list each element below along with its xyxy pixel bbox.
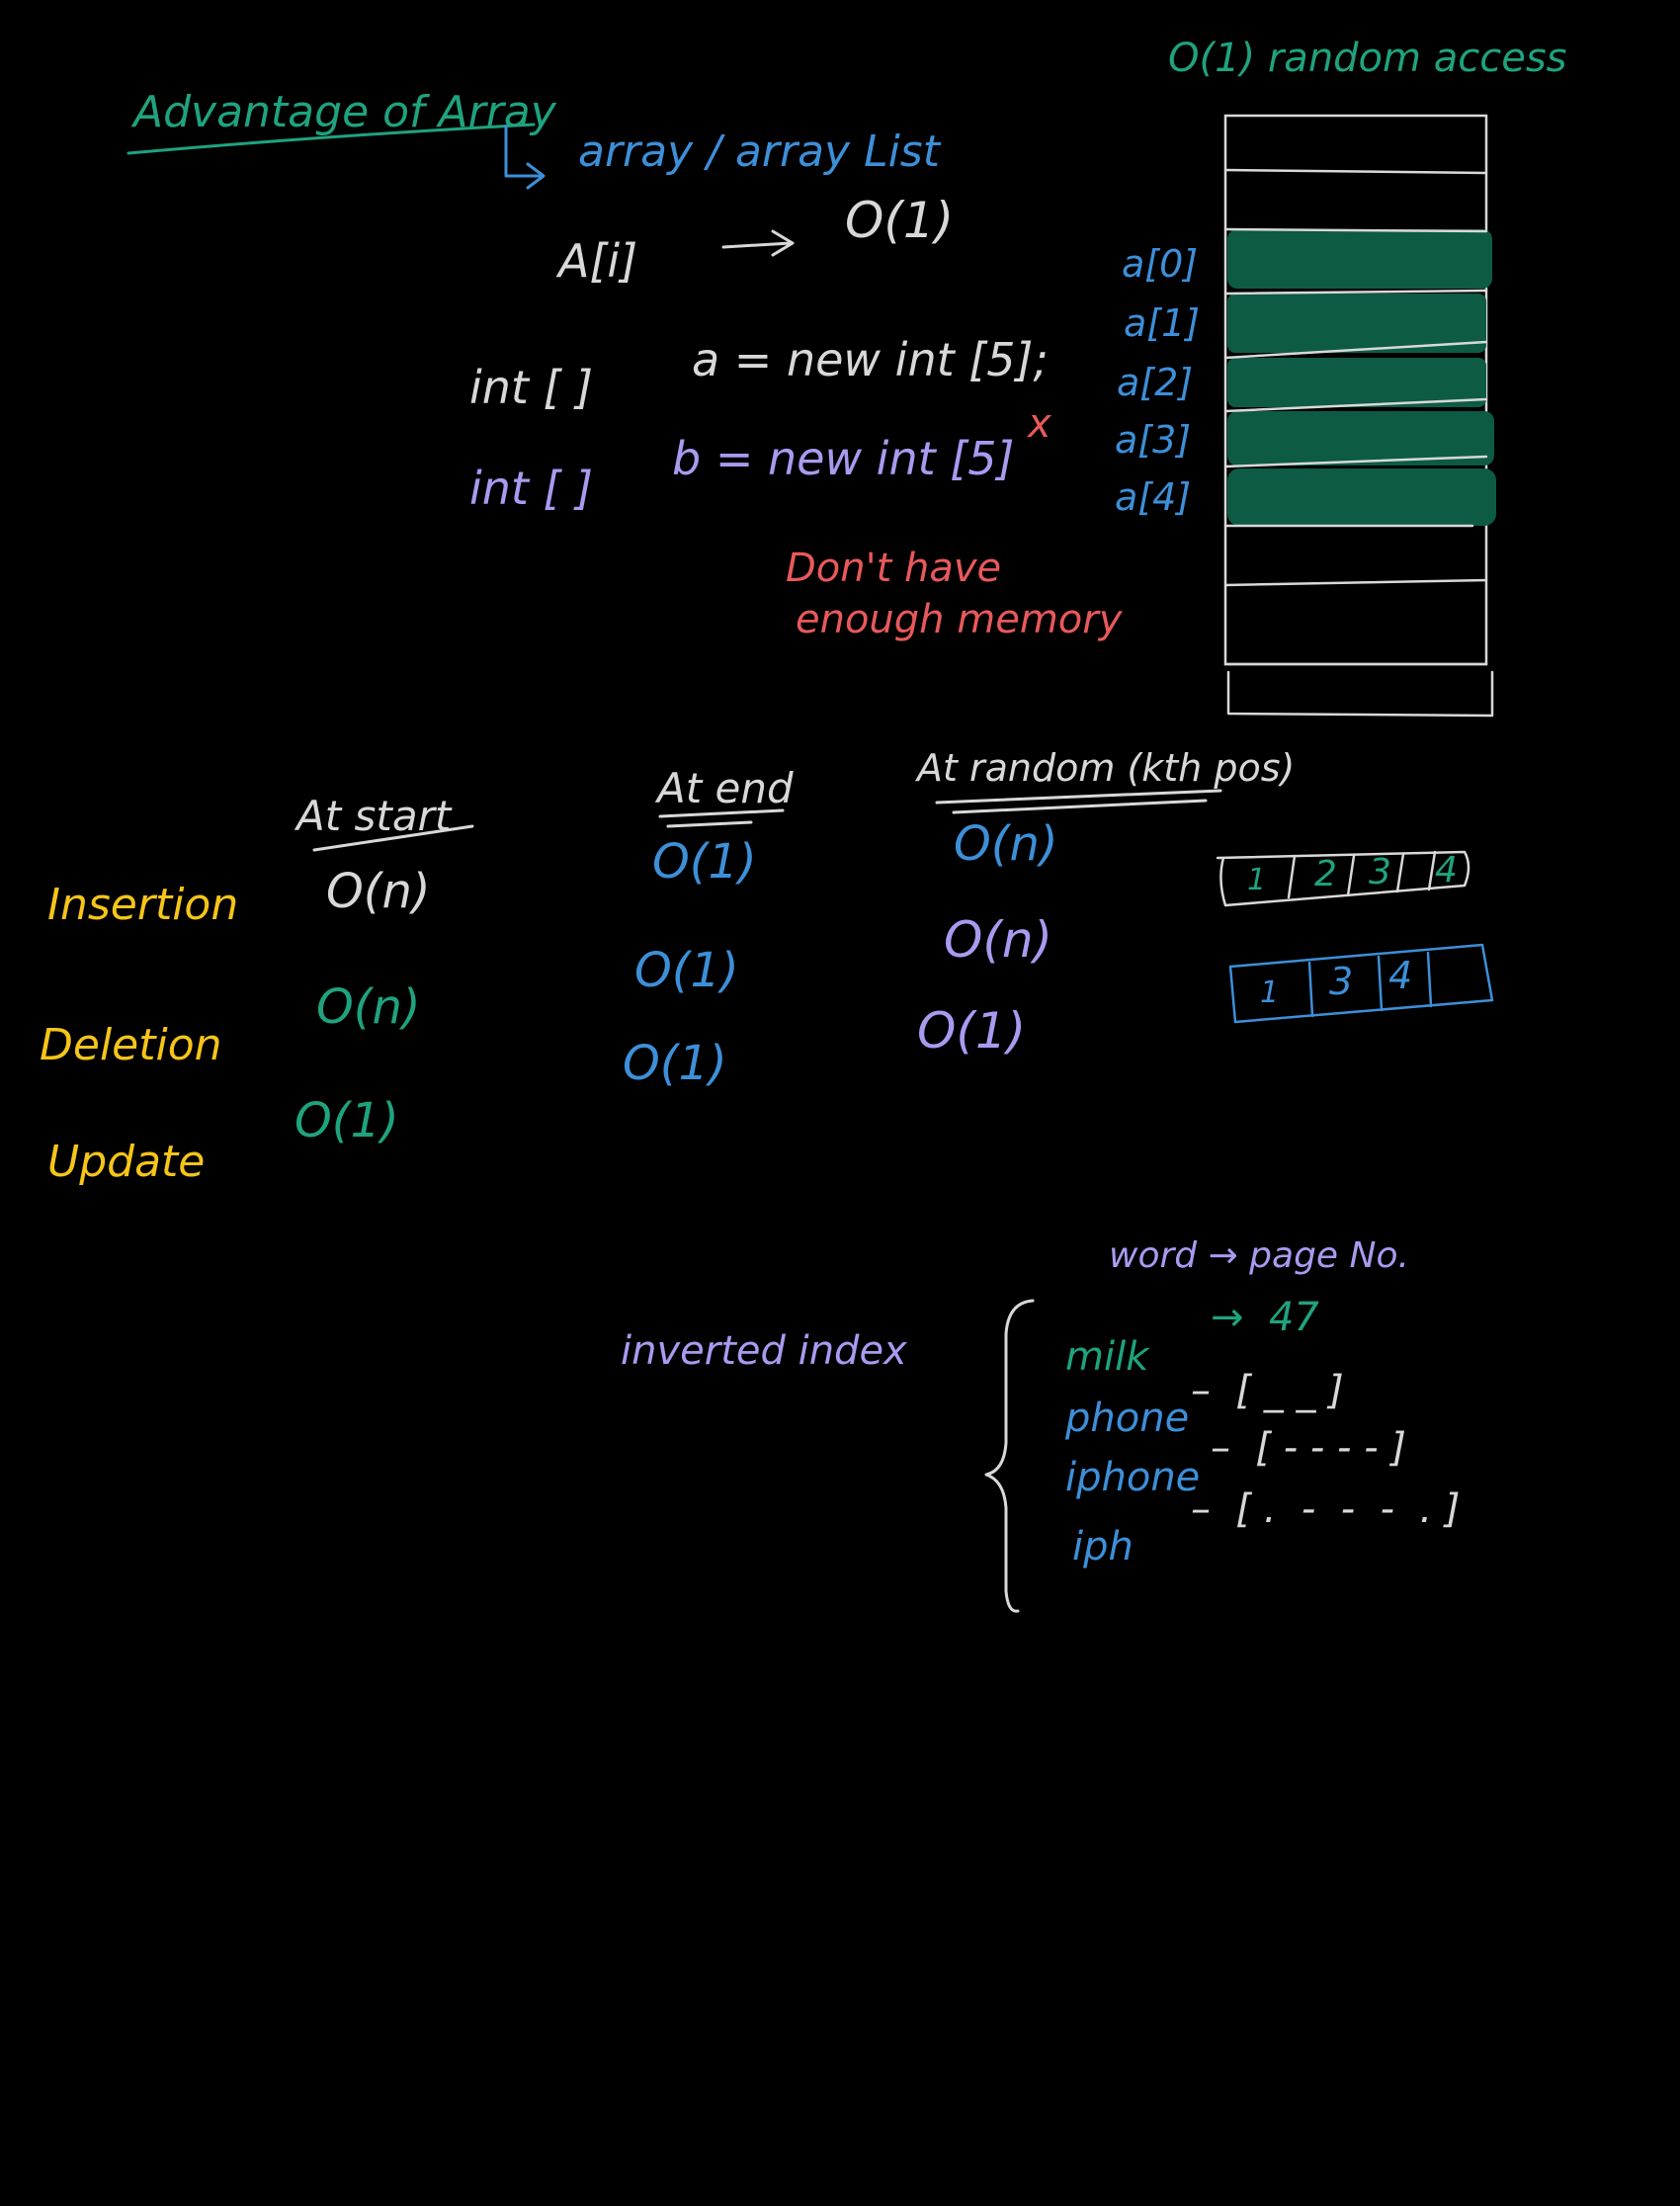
index-value-iphone: – [ - - - - ] [1211,1425,1406,1471]
code-line2-decl: int [ ] [469,462,593,515]
array-before-outline [1216,850,1470,907]
subtitle-text: array / array List [578,127,942,177]
memory-label-a1: a[1] [1124,301,1200,345]
memory-cell-a2 [1227,358,1486,407]
random-access-label: O(1) random access [1168,36,1567,81]
note-line1: Don't have [786,546,1001,591]
memory-dividers [1223,168,1488,666]
index-brace [984,1299,1035,1613]
array-before: 1 2 3 4 [1216,850,1470,907]
column-header-end: At end [654,764,794,812]
index-word-phone: phone [1064,1396,1189,1441]
array-after-cell-1: 1 [1260,976,1279,1010]
index-word-iph: iph [1072,1524,1134,1570]
array-after-dividers [1307,951,1433,1018]
array-after-cell-2: 3 [1329,960,1353,1003]
code-line1-decl: int [ ] [469,361,593,414]
title-underline [126,123,536,155]
cell-deletion-end: O(1) [634,943,739,998]
array-before-dividers [1287,850,1437,899]
row-label-deletion: Deletion [40,1020,222,1070]
memory-label-a4: a[4] [1115,475,1191,519]
array-after-cell-3: 4 [1388,954,1412,997]
row-label-update: Update [47,1137,205,1187]
memory-block: a[0] a[1] a[2] a[3] a[4] [1115,114,1496,718]
cell-deletion-random: O(n) [944,911,1052,969]
memory-cell-a1 [1227,294,1486,353]
cell-insertion-end: O(1) [652,834,757,890]
row-label-insertion: Insertion [47,880,238,930]
index-heading: word → page No. [1109,1235,1409,1276]
array-before-cell-1: 1 [1247,863,1266,897]
note-line2: enough memory [796,597,1124,642]
memory-cell-a3 [1227,411,1494,466]
cell-insertion-start: O(n) [326,864,431,919]
array-before-cell-3: 3 [1369,852,1391,892]
memory-label-a3: a[3] [1115,418,1191,462]
cell-insertion-random: O(n) [954,816,1058,872]
index-value-milk: → 47 [1211,1295,1319,1340]
memory-label-a0: a[0] [1122,242,1198,286]
index-label: inverted index [621,1328,907,1374]
code-line2-mark: x [1026,401,1051,447]
access-result: O(1) [845,192,954,249]
cell-update-end: O(1) [623,1036,727,1091]
index-word-milk: milk [1065,1334,1150,1380]
index-value-phone: – [ _ _ ] [1191,1368,1344,1413]
cell-deletion-start: O(n) [316,979,421,1035]
index-value-iph: – [ . - - - . ] [1191,1486,1461,1532]
memory-cell-a0 [1227,229,1492,289]
cell-update-random: O(1) [917,1002,1026,1060]
access-expr: A[i] [555,234,637,288]
memory-label-a2: a[2] [1117,361,1193,404]
column-header-random: At random (kth pos) [914,746,1295,790]
cell-update-start: O(1) [294,1093,399,1148]
array-after-outline [1228,943,1494,1024]
array-after: 1 3 4 [1228,943,1494,1024]
array-before-cell-2: 2 [1314,854,1337,894]
index-word-iphone: iphone [1065,1455,1200,1500]
memory-base [1226,670,1494,718]
memory-cell-a4 [1227,468,1496,526]
subtitle-arrow [504,125,546,190]
column-underline-end [658,808,785,828]
code-line2-rest: b = new int [5] [672,432,1014,485]
title-text: Advantage of Array [130,87,557,137]
access-arrow [721,229,795,257]
column-underline-start [312,824,474,852]
array-before-cell-4: 4 [1435,850,1458,891]
column-underline-random [935,789,1222,814]
code-line1-rest: a = new int [5]; [692,333,1049,386]
